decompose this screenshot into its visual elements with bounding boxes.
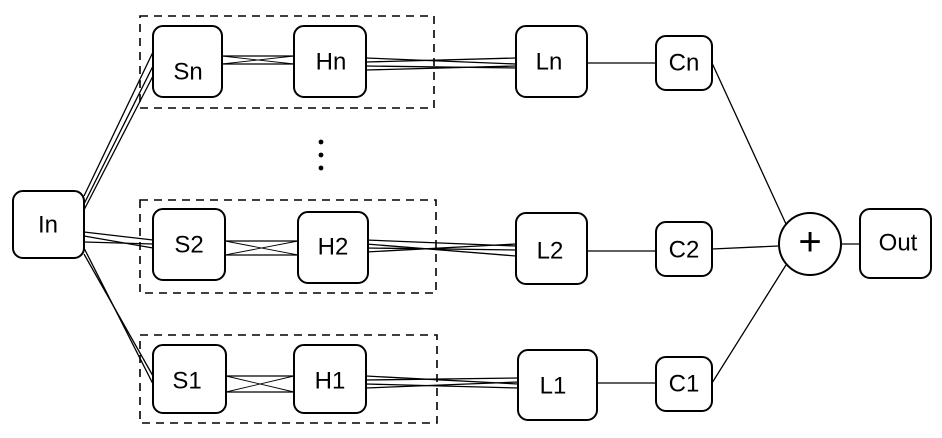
splitter-label-1: S1 xyxy=(172,368,201,395)
input-node: In xyxy=(12,190,85,259)
hybrid-node-2: H2 xyxy=(297,211,369,284)
hybrid-label-2: H2 xyxy=(318,234,349,261)
input-fan-wires xyxy=(83,51,154,385)
coupler-wires-n xyxy=(221,55,295,65)
hybrid-node-n: Hn xyxy=(293,25,367,98)
ellipsis-dots: ⋮ xyxy=(318,139,324,171)
splitter-node-n: Sn xyxy=(152,25,223,98)
c-node-n: Cn xyxy=(655,35,713,91)
bundle-wires-2 xyxy=(365,239,517,257)
c-label-2: C2 xyxy=(669,237,700,264)
c-label-n: Cn xyxy=(669,50,700,77)
splitter-node-1: S1 xyxy=(152,344,227,414)
splitter-node-2: S2 xyxy=(152,208,226,281)
output-label: Out xyxy=(879,230,918,257)
coupler-wires-2 xyxy=(224,240,299,256)
hybrid-label-n: Hn xyxy=(316,49,347,76)
splitter-label-n: Sn xyxy=(173,59,202,86)
c-node-2: C2 xyxy=(655,221,713,277)
summing-junction: + xyxy=(778,212,842,276)
c-label-1: C1 xyxy=(669,371,700,398)
plus-icon: + xyxy=(798,220,821,264)
group-box-2 xyxy=(139,199,437,294)
coupler-wires-1 xyxy=(225,375,295,393)
l-label-2: L2 xyxy=(537,238,564,265)
l-node-2: L2 xyxy=(515,212,588,285)
l-node-n: Ln xyxy=(515,25,588,98)
c-sum-wire-1 xyxy=(711,264,787,384)
c-node-1: C1 xyxy=(655,356,713,412)
group-box-n xyxy=(139,15,435,109)
hybrid-label-1: H1 xyxy=(315,368,346,395)
l-label-1: L1 xyxy=(540,373,567,400)
l-label-n: Ln xyxy=(536,49,563,76)
c-sum-wire-n xyxy=(711,62,787,225)
c-sum-wire-2 xyxy=(711,245,779,250)
l-node-1: L1 xyxy=(517,349,598,421)
input-label: In xyxy=(38,212,58,239)
hybrid-node-1: H1 xyxy=(293,344,367,414)
bundle-wires-n xyxy=(365,57,517,71)
bundle-wires-1 xyxy=(365,375,519,389)
splitter-label-2: S2 xyxy=(174,232,203,259)
output-node: Out xyxy=(859,208,932,279)
